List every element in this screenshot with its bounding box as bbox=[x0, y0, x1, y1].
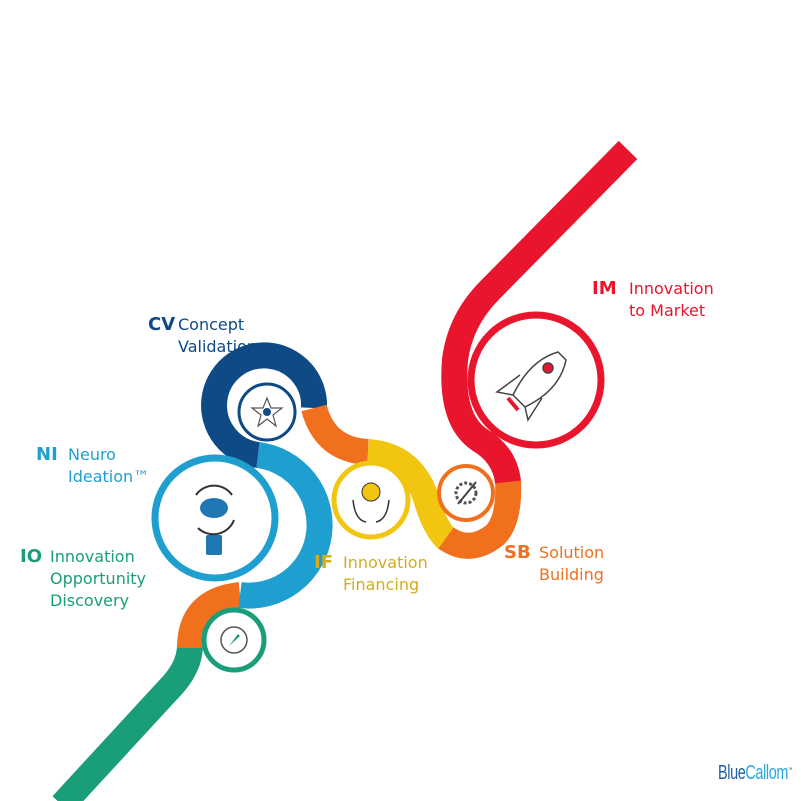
stage-title-line: Innovation bbox=[343, 553, 428, 572]
stage-label-ni: NI Neuro Ideation™ bbox=[36, 444, 149, 488]
stage-title-line: Solution bbox=[539, 543, 605, 562]
logo-part2: Callom bbox=[745, 762, 789, 784]
stage-title-line: Discovery bbox=[50, 591, 130, 610]
stage-title-line: Neuro bbox=[68, 445, 116, 464]
path-segment-green bbox=[52, 644, 203, 801]
gear-pencil-icon bbox=[454, 481, 478, 505]
stage-title-line: Innovation bbox=[50, 547, 135, 566]
path-segment-orange-3 bbox=[438, 479, 522, 559]
compass-icon bbox=[220, 626, 248, 654]
stage-label-im: IM Innovation to Market bbox=[592, 278, 714, 322]
brain-bulb-icon bbox=[195, 484, 235, 555]
logo-tm: ™ bbox=[788, 767, 793, 774]
money-hands-icon bbox=[361, 482, 381, 502]
stage-abbr: NI bbox=[36, 444, 58, 465]
stage-circle-sb bbox=[437, 464, 495, 522]
stage-label-if: IF Innovation Financing bbox=[314, 552, 428, 596]
stage-title-line: to Market bbox=[629, 301, 706, 320]
stage-title-line: Validation bbox=[178, 337, 258, 356]
path-segment-red bbox=[441, 140, 638, 485]
stage-circle-im bbox=[467, 311, 605, 449]
stage-label-io: IO Innovation Opportunity Discovery bbox=[20, 546, 146, 612]
stage-circle-cv bbox=[237, 382, 297, 442]
stage-label-cv: CV Concept Validation bbox=[148, 314, 257, 358]
rocket-icon bbox=[495, 351, 567, 422]
path-segment-orange-2 bbox=[301, 404, 370, 465]
stage-circle-ni bbox=[151, 454, 279, 582]
stage-abbr: IM bbox=[592, 278, 617, 299]
stage-abbr: IO bbox=[20, 546, 42, 567]
stage-title-line: Concept bbox=[178, 315, 245, 334]
stage-abbr: SB bbox=[504, 542, 531, 563]
bluecallom-logo: BlueCallom™ bbox=[718, 762, 792, 785]
path-segment-navy bbox=[201, 342, 328, 468]
stage-abbr: CV bbox=[148, 314, 176, 335]
stage-circle-if bbox=[331, 460, 411, 540]
stage-circle-io bbox=[201, 607, 267, 673]
stage-abbr: IF bbox=[314, 552, 333, 573]
stage-title-line: Financing bbox=[343, 575, 420, 594]
logo-part1: Blue bbox=[718, 762, 746, 784]
path-segment-blue bbox=[238, 442, 333, 609]
stage-title-line: Opportunity bbox=[50, 569, 147, 588]
star-badge-icon bbox=[250, 396, 284, 428]
stage-title-line: Ideation™ bbox=[68, 467, 150, 486]
stage-title-line: Innovation bbox=[629, 279, 714, 298]
stage-label-sb: SB Solution Building bbox=[504, 542, 604, 586]
path-segment-yellow bbox=[366, 439, 457, 551]
path-segment-orange-1 bbox=[177, 582, 242, 649]
stage-title-line: Building bbox=[539, 565, 604, 584]
